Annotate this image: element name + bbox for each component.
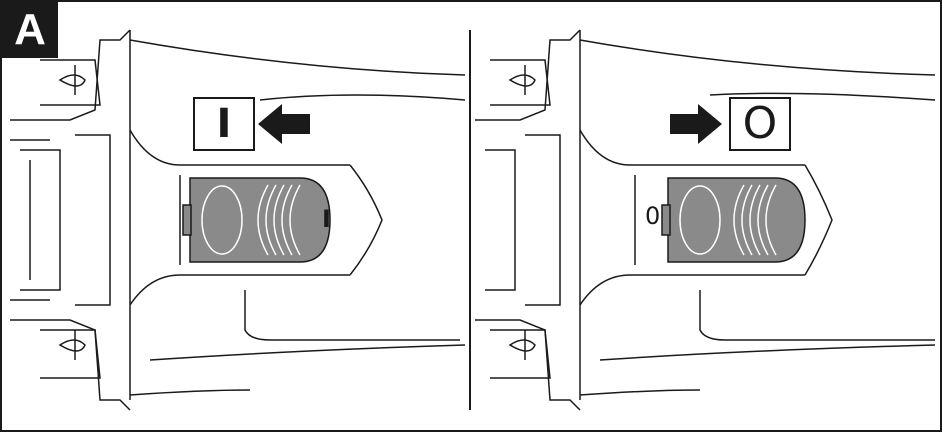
on-symbol: I	[193, 97, 255, 151]
arrow-right-icon	[670, 104, 722, 144]
slider-off	[661, 177, 806, 263]
switch-mark-on: I	[322, 205, 331, 233]
off-symbol: O	[729, 97, 791, 151]
slider-on	[182, 177, 331, 263]
arrow-left-icon	[258, 104, 310, 144]
switch-mark-off: 0	[645, 202, 661, 230]
figure-label: A	[2, 2, 58, 58]
panel-off	[475, 29, 936, 411]
panel-on	[10, 29, 466, 411]
